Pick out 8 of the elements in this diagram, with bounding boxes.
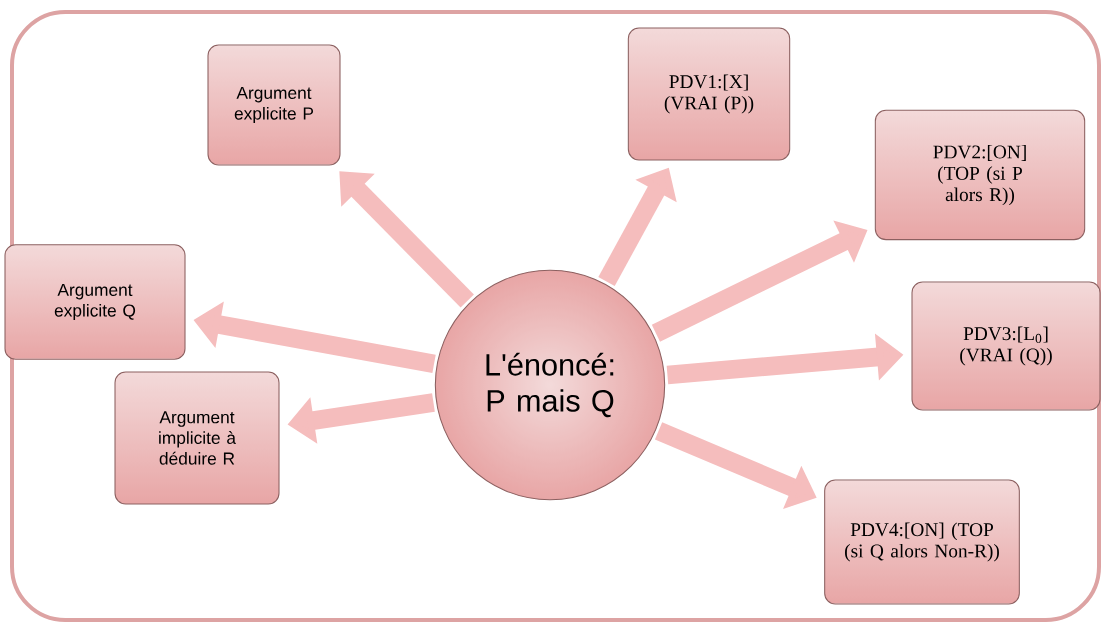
text-box: Argument explicite P: [207, 44, 341, 166]
block-arrow: [339, 171, 474, 308]
text-box: PDV3:[L$_{0}$] (VRAI (Q)): [911, 281, 1101, 411]
text-box: Argument explicite Q: [4, 244, 186, 360]
text-box: PDV4:[ON] (TOP (si Q alors Non-R)): [824, 479, 1020, 605]
text-box: PDV2:[ON] (TOP (si P alors R)): [874, 109, 1086, 241]
text-box: Argument implicite à déduire R: [114, 371, 280, 505]
text-box: PDV1:[X] (VRAI (P)): [627, 27, 791, 161]
